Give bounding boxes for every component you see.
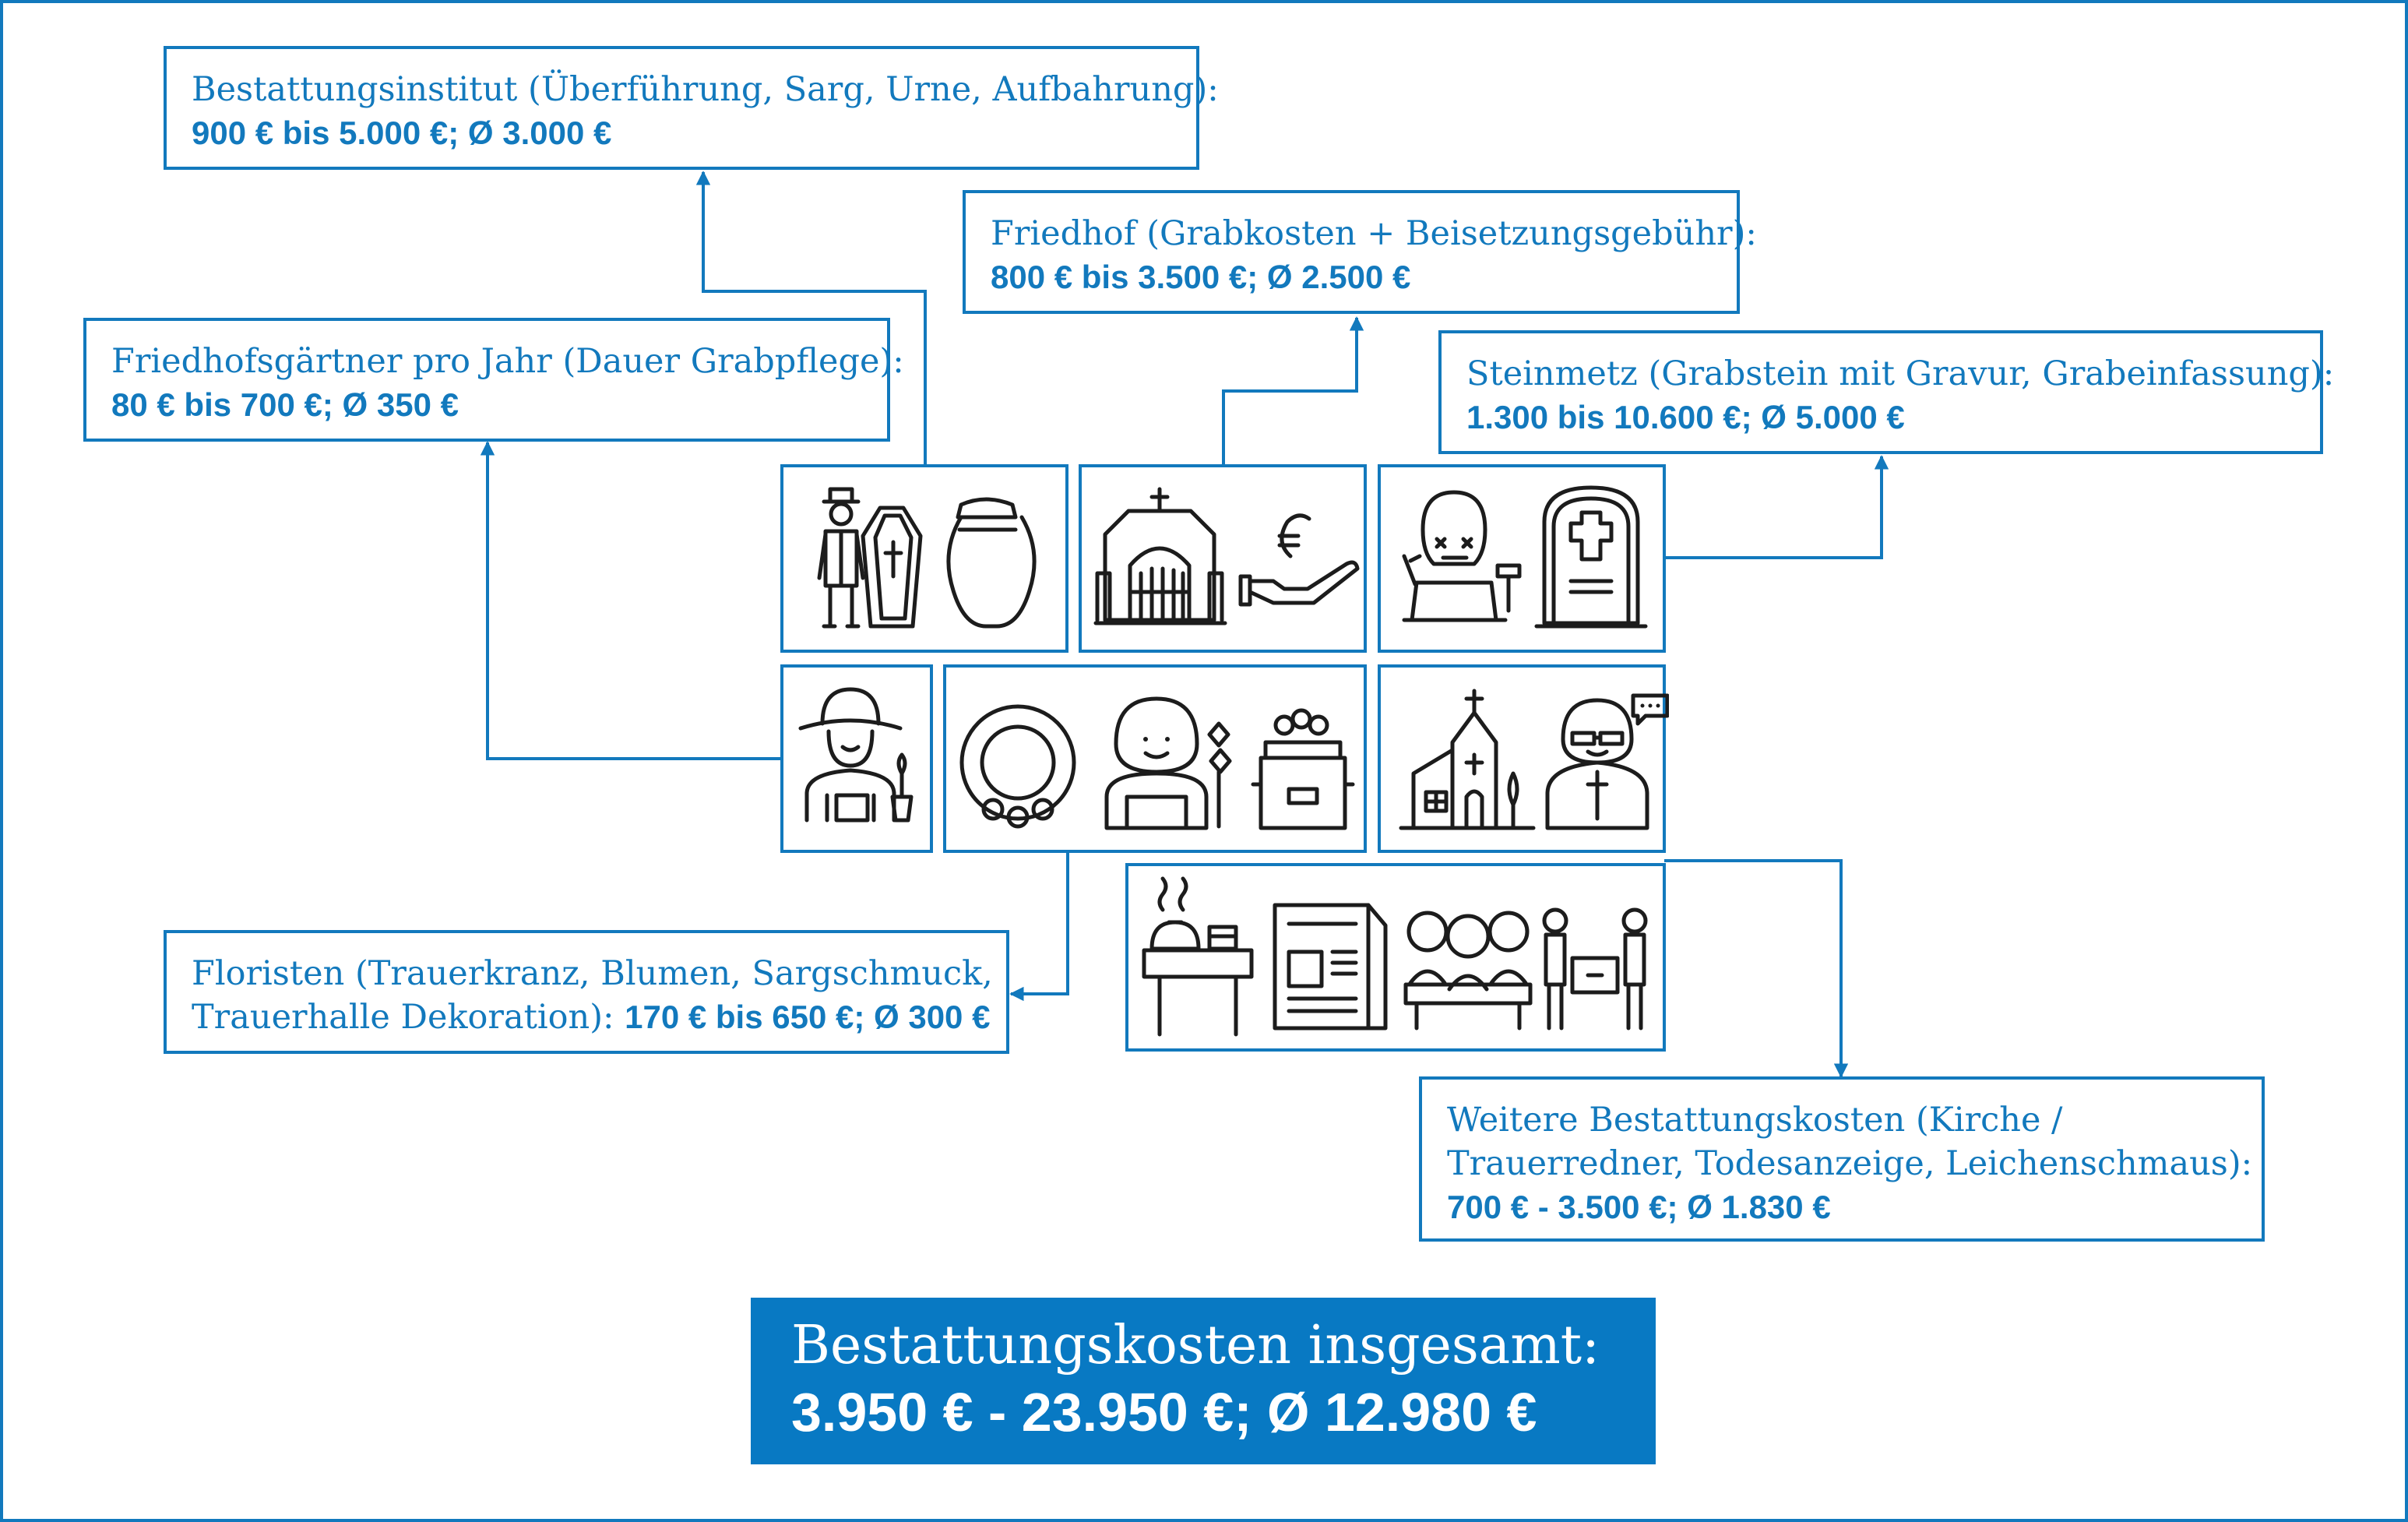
range-steinmetz: 1.300 bis 10.600 €; Ø 5.000 € bbox=[1466, 399, 1905, 435]
range-bestattungsinstitut: 900 € bis 5.000 €; Ø 3.000 € bbox=[192, 115, 612, 151]
label-friedhofsgaertner: Friedhofsgärtner pro Jahr (Dauer Grabpfl… bbox=[111, 342, 904, 381]
total-cost-box: Bestattungskosten insgesamt: 3.950 € - 2… bbox=[751, 1298, 1656, 1464]
coffin-icon bbox=[861, 506, 923, 629]
icon-panel-floristen bbox=[943, 664, 1367, 853]
arrow-to-friedhof bbox=[1222, 316, 1364, 464]
range-friedhofsgaertner: 80 € bis 700 €; Ø 350 € bbox=[111, 386, 459, 423]
pallbearers-icon bbox=[1542, 907, 1648, 1031]
gardener-icon bbox=[798, 687, 914, 823]
label-weitere-1: Weitere Bestattungskosten (Kirche / bbox=[1447, 1101, 2063, 1140]
icon-panel-steinmetz bbox=[1378, 464, 1666, 653]
label-steinmetz: Steinmetz (Grabstein mit Gravur, Grabein… bbox=[1466, 354, 2335, 393]
cost-box-bestattungsinstitut: Bestattungsinstitut (Überführung, Sarg, … bbox=[164, 46, 1219, 170]
gravestone-icon bbox=[1534, 485, 1648, 629]
icon-panel-friedhof bbox=[1079, 464, 1367, 653]
icon-panel-weitere bbox=[1125, 863, 1666, 1052]
icon-panel-kirche bbox=[1378, 664, 1669, 853]
cemetery-gate-icon bbox=[1093, 487, 1227, 625]
cost-box-friedhof: Friedhof (Grabkosten + Beisetzungsgebühr… bbox=[963, 190, 1757, 314]
decorated-coffin-icon bbox=[1251, 708, 1355, 830]
euro-hand-icon bbox=[1238, 513, 1360, 607]
urn-icon bbox=[946, 497, 1037, 629]
newspaper-icon bbox=[1273, 903, 1388, 1031]
stonemason-icon bbox=[1402, 490, 1522, 622]
label-bestattungsinstitut: Bestattungsinstitut (Überführung, Sarg, … bbox=[192, 70, 1219, 109]
range-friedhof: 800 € bis 3.500 €; Ø 2.500 € bbox=[991, 259, 1411, 295]
range-weitere: 700 € - 3.500 €; Ø 1.830 € bbox=[1447, 1189, 1831, 1225]
cost-box-floristen: Floristen (Trauerkranz, Blumen, Sargschm… bbox=[164, 930, 1009, 1054]
label-friedhof: Friedhof (Grabkosten + Beisetzungsgebühr… bbox=[991, 214, 1757, 253]
icon-panel-bestattungsinstitut bbox=[780, 464, 1068, 653]
church-icon bbox=[1399, 689, 1536, 830]
icon-panel-gaertner bbox=[780, 664, 933, 853]
priest-icon bbox=[1545, 693, 1669, 830]
arrow-to-steinmetz bbox=[1665, 455, 1889, 559]
undertaker-icon bbox=[817, 487, 865, 629]
wreath-icon bbox=[959, 704, 1076, 829]
label-floristen-1: Floristen (Trauerkranz, Blumen, Sargschm… bbox=[192, 954, 993, 993]
arrow-to-weitere bbox=[1664, 859, 1849, 1078]
arrow-to-floristen bbox=[1009, 852, 1069, 1002]
cost-box-weitere: Weitere Bestattungskosten (Kirche / Trau… bbox=[1419, 1076, 2265, 1242]
arrow-to-bestattungsinstitut bbox=[695, 171, 927, 464]
cost-box-friedhofsgaertner: Friedhofsgärtner pro Jahr (Dauer Grabpfl… bbox=[83, 318, 904, 442]
label-weitere-2: Trauerredner, Todesanzeige, Leichenschma… bbox=[1447, 1144, 2253, 1183]
mourners-icon bbox=[1403, 911, 1533, 1031]
total-title: Bestattungskosten insgesamt: bbox=[791, 1315, 1600, 1376]
arrow-to-gaertner bbox=[480, 441, 782, 760]
range-floristen: 170 € bis 650 €; Ø 300 € bbox=[625, 999, 991, 1035]
buffet-table-icon bbox=[1142, 876, 1254, 1037]
connector-lines bbox=[480, 171, 1889, 1078]
label-floristen-2: Trauerhalle Dekoration): bbox=[192, 998, 625, 1037]
florist-icon bbox=[1104, 696, 1232, 830]
cost-box-steinmetz: Steinmetz (Grabstein mit Gravur, Grabein… bbox=[1438, 330, 2335, 454]
total-range: 3.950 € - 23.950 €; Ø 12.980 € bbox=[791, 1382, 1537, 1443]
